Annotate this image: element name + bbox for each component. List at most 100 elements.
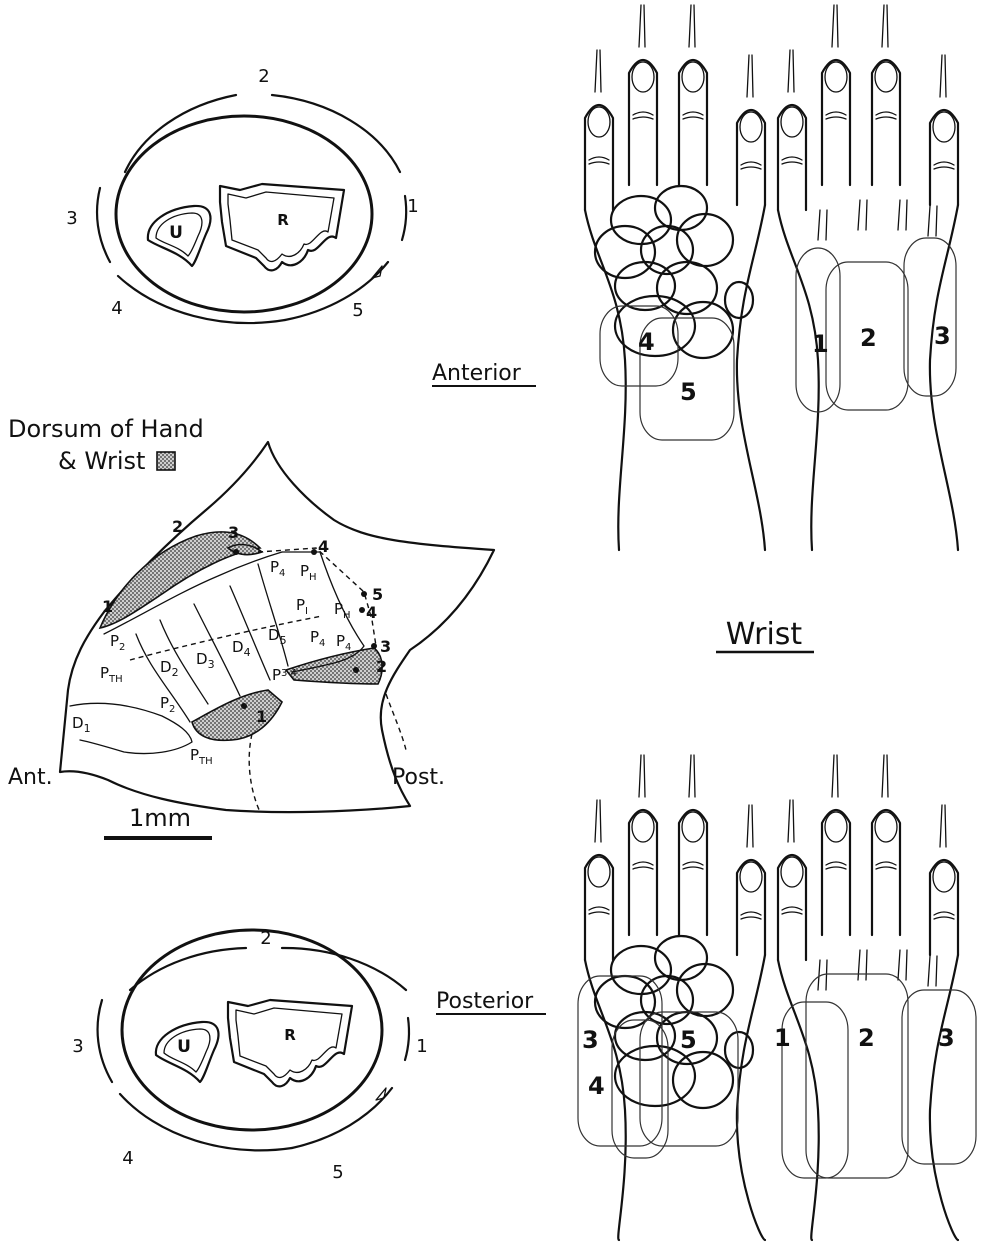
svg-text:2: 2 bbox=[172, 517, 183, 536]
lower-arc-4: 4 bbox=[122, 1148, 133, 1169]
anterior-patch-4: 4 bbox=[638, 328, 655, 356]
anterior-right-hand-arm-left bbox=[778, 210, 819, 550]
posterior-left-hand-finger-4 bbox=[737, 860, 765, 955]
svg-text:PTH: PTH bbox=[100, 664, 123, 685]
posterior-label: Posterior bbox=[436, 989, 534, 1014]
svg-text:D1: D1 bbox=[72, 714, 91, 735]
anterior-left-hand-finger-4 bbox=[737, 110, 765, 205]
scale-bar-label: 1mm bbox=[129, 804, 191, 832]
legend-line-1: Dorsum of Hand bbox=[8, 415, 204, 443]
anterior-left-hand-nail-2 bbox=[632, 62, 654, 92]
legend-swatch bbox=[157, 452, 175, 470]
upper-arc-4: 4 bbox=[111, 298, 122, 319]
upper-arc-2: 2 bbox=[258, 66, 269, 87]
posterior-right-hand-nail-3 bbox=[875, 812, 897, 842]
dorsum-stipple-right bbox=[286, 648, 382, 684]
svg-text:D4: D4 bbox=[232, 638, 251, 659]
anterior-right-hand-finger-3 bbox=[872, 60, 900, 185]
posterior-patch-outline-3b bbox=[902, 990, 976, 1164]
posterior-left-hand-nail-4 bbox=[740, 862, 762, 892]
dorsum-stipple-lower bbox=[192, 690, 282, 740]
upper-arc-5: 5 bbox=[352, 300, 363, 321]
svg-text:PTH: PTH bbox=[190, 746, 213, 767]
svg-text:4: 4 bbox=[318, 537, 329, 556]
upper-arc-1: 1 bbox=[407, 196, 418, 217]
anterior-right-hand-finger-4 bbox=[930, 110, 958, 205]
posterior-left-hand-nail-3 bbox=[682, 812, 704, 842]
posterior-right-hand-finger-4 bbox=[930, 860, 958, 955]
upper-radius-label: R bbox=[277, 211, 289, 229]
upper-arc-3: 3 bbox=[66, 208, 77, 229]
anterior-left-hand-finger-3 bbox=[679, 60, 707, 185]
anterior-label: Anterior bbox=[432, 361, 522, 386]
anterior-right-hand-arm-right bbox=[930, 205, 958, 550]
svg-text:3: 3 bbox=[380, 637, 391, 656]
lower-arc-3: 3 bbox=[72, 1036, 83, 1057]
posterior-right-hand-arm-right bbox=[930, 955, 958, 1240]
anterior-patch-3: 3 bbox=[934, 322, 951, 350]
posterior-left-hand-carpal-5 bbox=[677, 964, 733, 1016]
lower-arc-5: 5 bbox=[332, 1162, 343, 1183]
posterior-right-hand-nail-4 bbox=[933, 862, 955, 892]
posterior-left-hand-carpal-1 bbox=[611, 946, 671, 994]
posterior-patch-3b: 3 bbox=[938, 1024, 955, 1052]
anterior-right-hand-finger-2 bbox=[822, 60, 850, 185]
anterior-patch-5: 5 bbox=[680, 378, 697, 406]
anterior-left-hand-carpal-8 bbox=[615, 296, 695, 356]
posterior-patch-4: 4 bbox=[588, 1072, 605, 1100]
anterior-left-hand-nail-1 bbox=[588, 107, 610, 137]
lower-cross-section: U R 2 3 1 4 5 bbox=[72, 928, 427, 1183]
lower-radius-label: R bbox=[284, 1026, 296, 1044]
posterior-left-hand-arm-right bbox=[737, 955, 765, 1240]
posterior-patch-2: 2 bbox=[858, 1024, 875, 1052]
posterior-right-hand-nail-2 bbox=[825, 812, 847, 842]
posterior-patch-outline-2 bbox=[806, 974, 908, 1178]
posterior-left-hand-arm-left bbox=[585, 960, 626, 1240]
posterior-left-hand-finger-2 bbox=[629, 810, 657, 935]
posterior-left-hand-carpal-2 bbox=[655, 936, 707, 980]
anterior-left-hand-arm-left bbox=[585, 210, 626, 550]
upper-cross-section: U R 2 3 1 4 5 bbox=[66, 66, 418, 323]
wrist-heading: Wrist bbox=[726, 617, 803, 652]
posterior-left-hand-nail-1 bbox=[588, 857, 610, 887]
orientation-anterior: Ant. bbox=[8, 765, 53, 790]
anterior-right-hand-nail-3 bbox=[875, 62, 897, 92]
posterior-right-hand-finger-3 bbox=[872, 810, 900, 935]
svg-text:P4: P4 bbox=[270, 558, 285, 579]
svg-text:P3 4: P3 4 bbox=[272, 666, 297, 684]
posterior-left-hand-finger-3 bbox=[679, 810, 707, 935]
svg-text:D2: D2 bbox=[160, 658, 179, 679]
anterior-left-hand-finger-2 bbox=[629, 60, 657, 185]
posterior-left-hand-carpal-8 bbox=[615, 1046, 695, 1106]
anterior-right-hand-nail-4 bbox=[933, 112, 955, 142]
svg-text:2: 2 bbox=[376, 657, 387, 676]
anterior-left-hand-carpal-1 bbox=[611, 196, 671, 244]
svg-text:4: 4 bbox=[366, 603, 377, 622]
posterior-left-hand-carpal-10 bbox=[725, 1032, 753, 1068]
orientation-posterior: Post. bbox=[392, 765, 445, 790]
anterior-left-hand-carpal-3 bbox=[595, 226, 655, 278]
anterior-right-hand-nail-1 bbox=[781, 107, 803, 137]
posterior-patch-3a: 3 bbox=[582, 1026, 599, 1054]
svg-text:1: 1 bbox=[102, 597, 113, 616]
anterior-patch-2: 2 bbox=[860, 324, 877, 352]
anterior-left-hand-arm-right bbox=[737, 205, 765, 550]
anterior-left-hand-carpal-2 bbox=[655, 186, 707, 230]
anterior-patch-1: 1 bbox=[812, 330, 829, 358]
svg-text:PH: PH bbox=[300, 562, 317, 583]
posterior-patch-outline-1 bbox=[782, 1002, 848, 1178]
anterior-left-hand-carpal-10 bbox=[725, 282, 753, 318]
posterior-patch-1: 1 bbox=[774, 1024, 791, 1052]
lower-ulna-label: U bbox=[177, 1037, 191, 1057]
svg-text:PH: PH bbox=[334, 600, 351, 621]
svg-text:PI: PI bbox=[296, 596, 308, 617]
posterior-right-hand-finger-2 bbox=[822, 810, 850, 935]
svg-text:D3: D3 bbox=[196, 650, 215, 671]
anterior-left-hand-nail-3 bbox=[682, 62, 704, 92]
svg-text:P2: P2 bbox=[110, 632, 125, 653]
svg-text:P4: P4 bbox=[336, 632, 351, 653]
posterior-right-hand-nail-1 bbox=[781, 857, 803, 887]
svg-text:P4: P4 bbox=[310, 628, 325, 649]
